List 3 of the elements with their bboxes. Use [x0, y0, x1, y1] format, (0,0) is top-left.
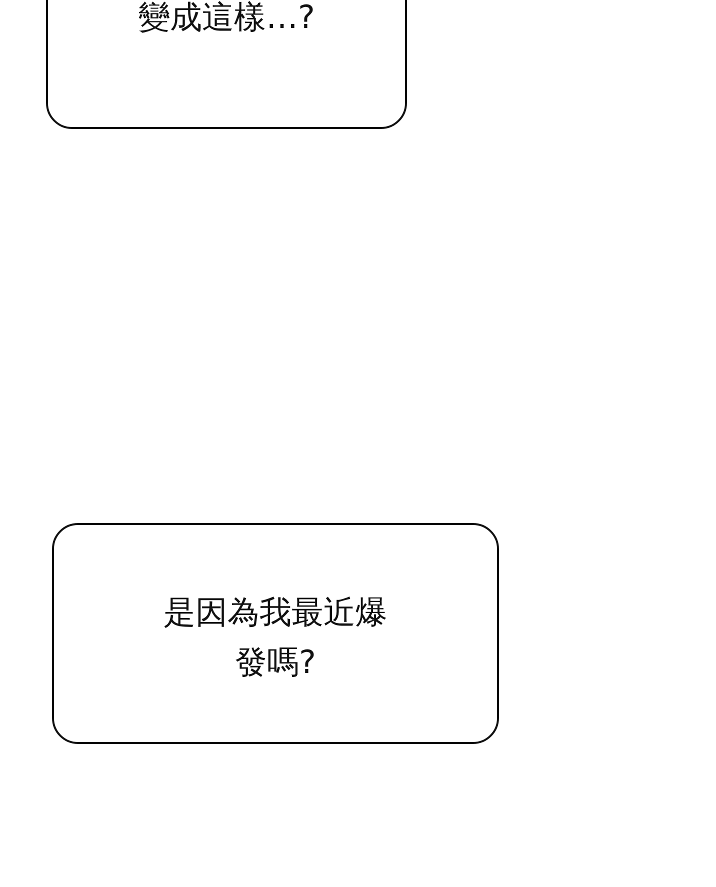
- dialogue-text: 是因為我最近爆發嗎?: [162, 592, 388, 683]
- dialogue-text: 變成這樣…?: [137, 0, 316, 38]
- speech-box: [52, 523, 499, 744]
